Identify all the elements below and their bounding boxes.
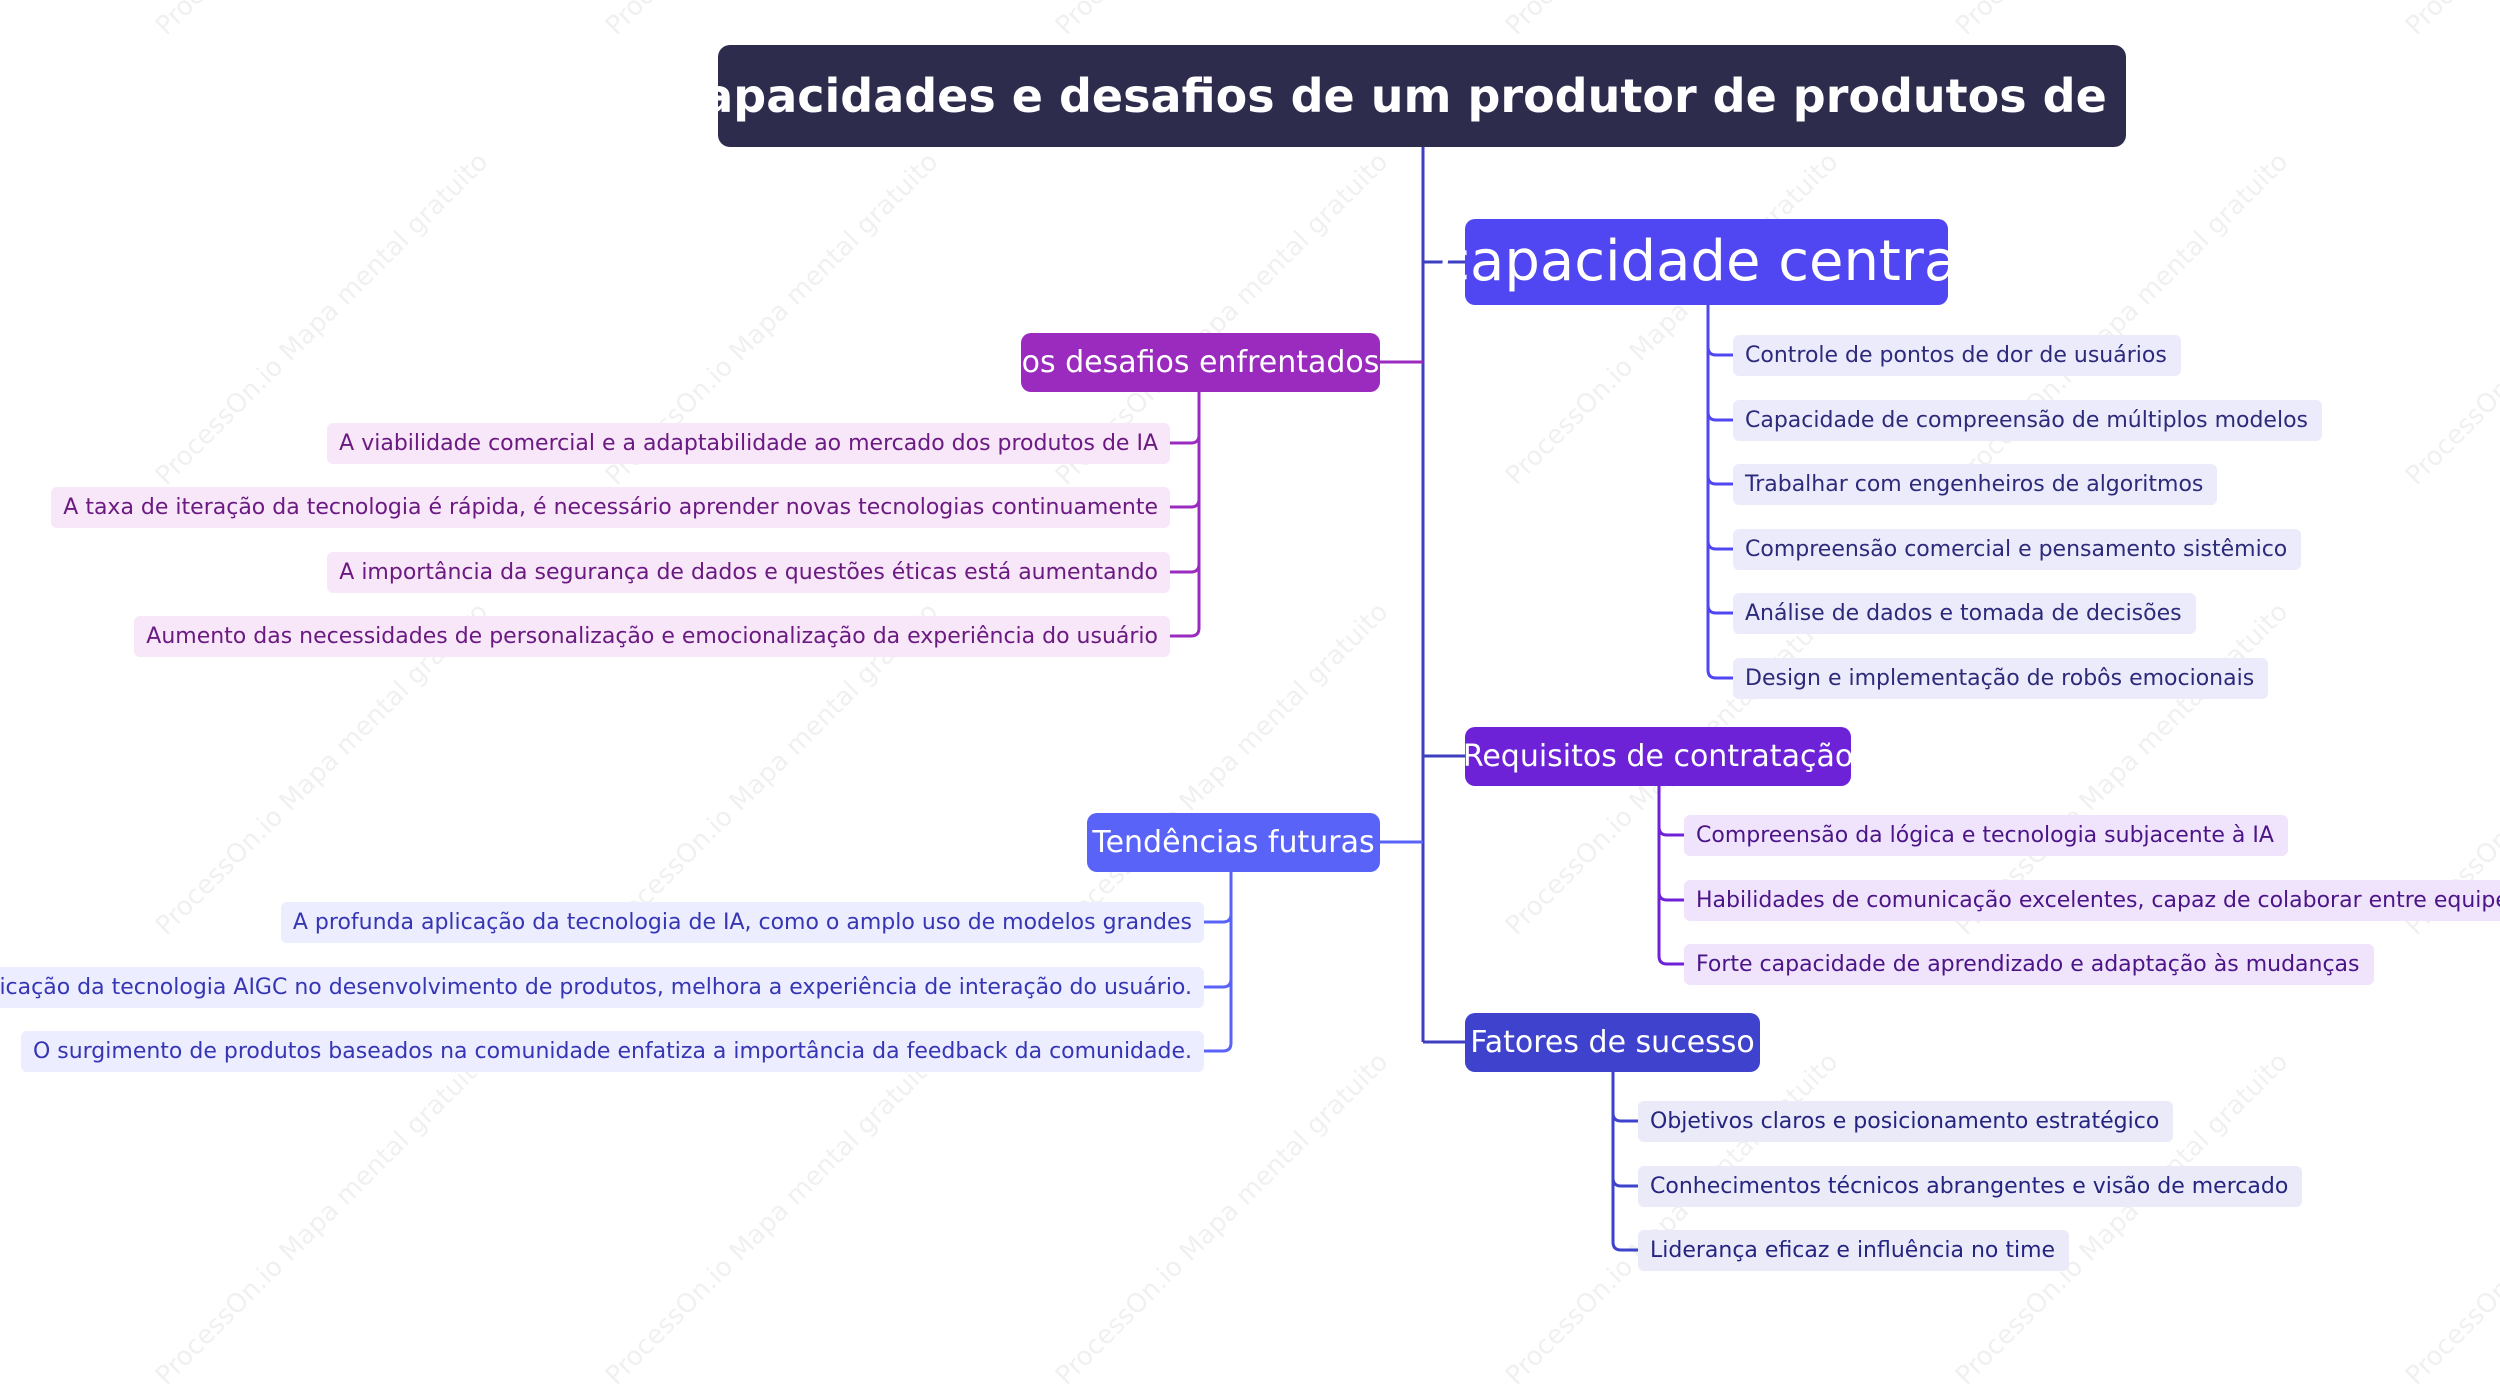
core-item[interactable]: Análise de dados e tomada de decisões xyxy=(1733,593,2196,634)
core-item[interactable]: Capacidade de compreensão de múltiplos m… xyxy=(1733,400,2322,441)
hiring-item[interactable]: Compreensão da lógica e tecnologia subja… xyxy=(1684,815,2288,856)
challenge-item[interactable]: Aumento das necessidades de personalizaç… xyxy=(134,616,1170,657)
challenges-link xyxy=(1170,498,1201,509)
connector-lines xyxy=(1170,147,1733,1252)
success-link xyxy=(1611,1177,1638,1188)
core-item[interactable]: Compreensão comercial e pensamento sistê… xyxy=(1733,529,2302,570)
core-link xyxy=(1706,475,1733,486)
core-item[interactable]: Trabalhar com engenheiros de algoritmos xyxy=(1733,464,2218,505)
core-link xyxy=(1706,540,1733,551)
success-link xyxy=(1611,1112,1638,1123)
branch-future-trends[interactable]: Tendências futuras xyxy=(1087,813,1380,872)
branch-hiring-requirements[interactable]: Requisitos de contratação xyxy=(1463,727,1853,786)
branch-challenges[interactable]: os desafios enfrentados xyxy=(1021,333,1380,392)
core-item[interactable]: Controle de pontos de dor de usuários xyxy=(1733,335,2181,376)
future-link xyxy=(1204,978,1233,989)
success-item[interactable]: Liderança eficaz e influência no time xyxy=(1638,1230,2070,1271)
success-item[interactable]: Objetivos claros e posicionamento estrat… xyxy=(1638,1101,2174,1142)
future-item[interactable]: A aplicação da tecnologia AIGC no desenv… xyxy=(0,967,1204,1008)
root-topic[interactable]: Capacidades e desafios de um produtor de… xyxy=(668,45,2176,147)
challenges-link xyxy=(1170,434,1201,445)
core-link xyxy=(1706,669,1733,680)
challenge-item[interactable]: A viabilidade comercial e a adaptabilida… xyxy=(327,423,1170,464)
hiring-link xyxy=(1657,826,1684,837)
hiring-link xyxy=(1657,955,1684,966)
challenges-link xyxy=(1170,627,1201,638)
challenges-link xyxy=(1170,563,1201,574)
future-item[interactable]: A profunda aplicação da tecnologia de IA… xyxy=(280,902,1204,943)
future-item[interactable]: O surgimento de produtos baseados na com… xyxy=(20,1031,1204,1072)
core-item[interactable]: Design e implementação de robôs emociona… xyxy=(1733,658,2269,699)
success-item[interactable]: Conhecimentos técnicos abrangentes e vis… xyxy=(1638,1166,2303,1207)
challenge-item[interactable]: A importância da segurança de dados e qu… xyxy=(327,552,1170,593)
hiring-item[interactable]: Forte capacidade de aprendizado e adapta… xyxy=(1684,944,2374,985)
branch-success-factors[interactable]: Fatores de sucesso xyxy=(1465,1013,1760,1072)
core-link xyxy=(1706,411,1733,422)
hiring-link xyxy=(1657,891,1684,902)
challenge-item[interactable]: A taxa de iteração da tecnologia é rápid… xyxy=(51,487,1170,528)
branch-core-capability[interactable]: capacidade central xyxy=(1439,219,1974,305)
success-link xyxy=(1611,1241,1638,1252)
core-link xyxy=(1706,346,1733,357)
future-link xyxy=(1204,1042,1233,1053)
hiring-item[interactable]: Habilidades de comunicação excelentes, c… xyxy=(1684,880,2500,921)
core-link xyxy=(1706,604,1733,615)
future-link xyxy=(1204,913,1233,924)
